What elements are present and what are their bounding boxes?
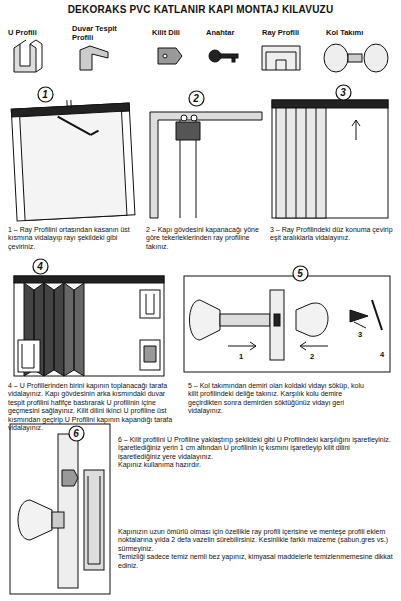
part-name: Kilit Dili (152, 28, 180, 37)
note-text: Kapınız kullanıma hazırdır. (118, 461, 201, 468)
step-number: 1 (37, 86, 54, 103)
step-text-box: 6 – Kilit profilini U Profiline yaklaştı… (118, 436, 394, 461)
u-profile-icon (14, 40, 42, 72)
arrow-number-box: 3 (358, 330, 368, 339)
step-number: 6 (68, 425, 85, 442)
step-text: 4 – U Profillerinden birini kapının topl… (8, 382, 172, 431)
step-number: 5 (292, 265, 309, 282)
part-name-box: U Profili (8, 28, 63, 37)
circle-shape (38, 87, 53, 102)
step-text-box: 2 – Kapı gövdesini kapanacağı yöne göre … (146, 226, 264, 251)
step-number-circle: 1 (37, 86, 54, 103)
step-text: 3 – Ray Profilindeki düz konuma çevirip … (270, 226, 393, 241)
part-name: Ray Profili (262, 28, 299, 37)
key-icon (209, 50, 238, 62)
step-number-circle: 4 (32, 258, 49, 275)
step-number: 3 (335, 84, 352, 101)
circle-shape (69, 426, 84, 441)
wall-profile-icon (80, 46, 108, 70)
part-name: Anahtar (206, 28, 234, 37)
arrow-number: 3 (358, 330, 362, 339)
step3-illustration (272, 100, 388, 218)
arrow-number-box: 2 (310, 352, 320, 361)
part-name-box: Ray Profili (262, 28, 312, 37)
part-name: U Profili (8, 28, 37, 37)
step-text: 6 – Kilit profilini U Profiline yaklaştı… (118, 436, 391, 460)
step-number: 4 (32, 258, 49, 275)
step-number: 2 (188, 90, 205, 107)
step2-illustration (150, 112, 262, 218)
step-text-box: 5 – Kol takımından demiri olan koldaki v… (188, 382, 366, 416)
step4-illustration (14, 276, 164, 376)
step-number-circle: 2 (188, 90, 205, 107)
arrow-number-box: 1 (239, 352, 249, 361)
note-text: Temizliği sadece temiz nemli bez yapınız… (118, 553, 393, 568)
part-name: Kol Takımı (326, 28, 363, 37)
note-text-box: Temizliği sadece temiz nemli bez yapınız… (118, 553, 394, 570)
note-text-box: Kapınız kullanıma hazırdır. (118, 461, 394, 469)
step-text-box: 1 – Ray Profilini ortasından kasanın üst… (8, 226, 136, 251)
circle-shape (189, 91, 204, 106)
part-name-box: Duvar Tespit Profili (72, 24, 128, 42)
step-text-box: 3 – Ray Profilindeki düz konuma çevirip … (270, 226, 394, 243)
note-text-box: Kapınızın uzun ömürlü olması için özelli… (118, 528, 394, 553)
circle-shape (293, 266, 308, 281)
note-text: Kapınızın uzun ömürlü olması için özelli… (118, 528, 388, 552)
circle-shape (336, 85, 351, 100)
circle-shape (33, 259, 48, 274)
arrow-number: 1 (239, 352, 243, 361)
step-number-circle: 6 (68, 425, 85, 442)
arrow-number: 2 (310, 352, 314, 361)
step6-illustration (10, 424, 110, 594)
step1-illustration (11, 97, 135, 221)
arrow-number-box: 4 (380, 350, 390, 359)
step-text: 2 – Kapı gövdesini kapanacağı yöne göre … (146, 226, 259, 250)
part-name-box: Kol Takımı (326, 28, 386, 37)
step-text-box: 4 – U Profillerinden birini kapının topl… (8, 382, 178, 432)
arrow-number: 4 (380, 350, 384, 359)
part-name-box: Kilit Dili (152, 28, 197, 37)
step-text: 5 – Kol takımından demiri olan koldaki v… (188, 382, 364, 414)
handle-set-icon (324, 44, 388, 72)
rail-profile-icon (262, 46, 300, 70)
lock-tongue-icon (158, 48, 182, 64)
part-name: Duvar Tespit Profili (72, 24, 117, 42)
step-text: 1 – Ray Profilini ortasından kasanın üst… (8, 226, 130, 250)
step5-illustration (184, 276, 390, 372)
step-number-circle: 3 (335, 84, 352, 101)
title: DEKORAKS PVC KATLANIR KAPI MONTAJ KILAVU… (0, 4, 401, 15)
step-number-circle: 5 (292, 265, 309, 282)
part-name-box: Anahtar (206, 28, 251, 37)
